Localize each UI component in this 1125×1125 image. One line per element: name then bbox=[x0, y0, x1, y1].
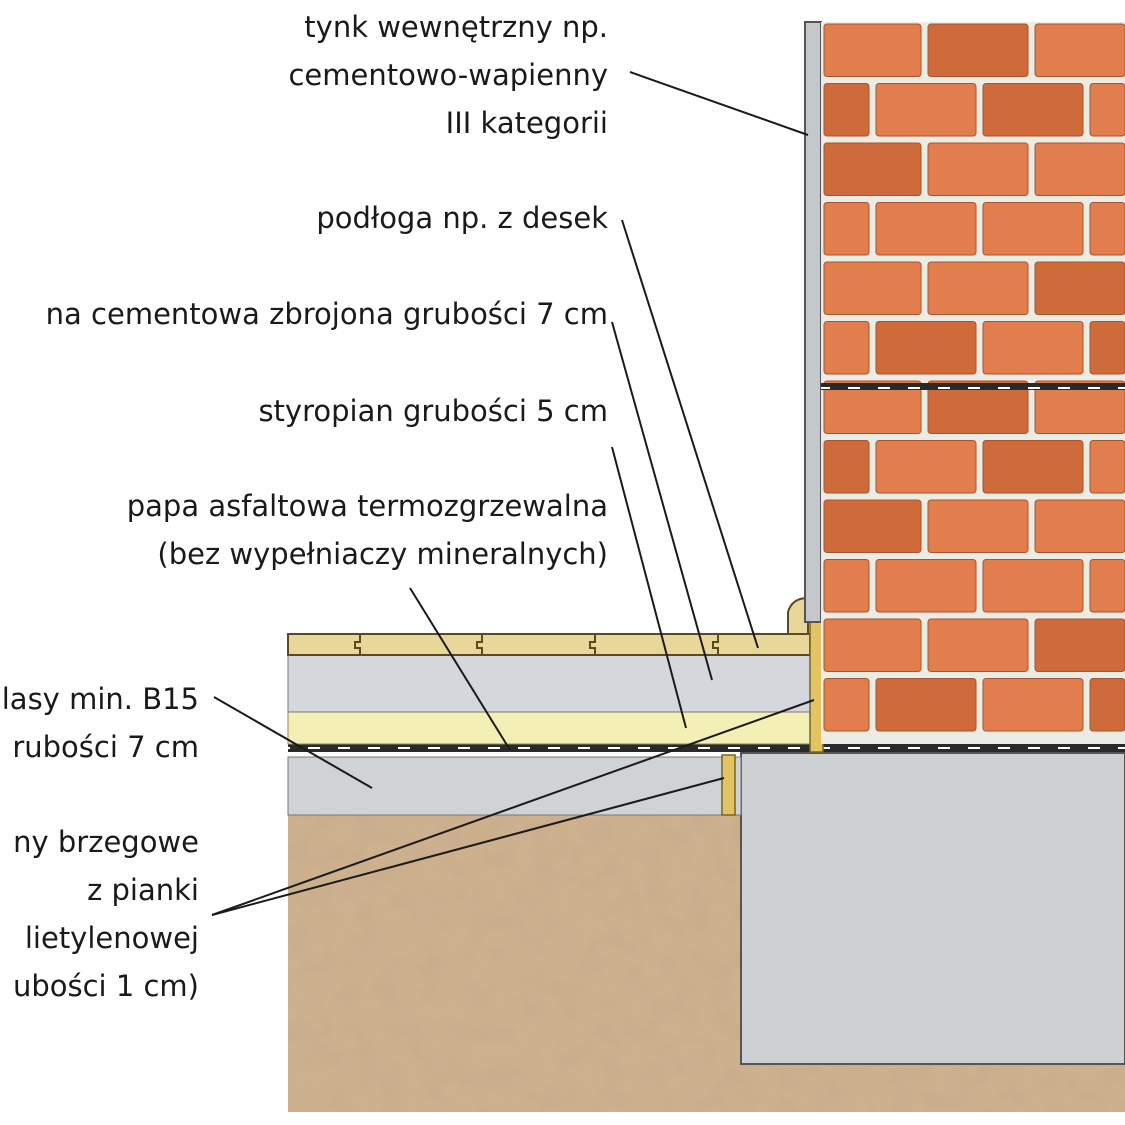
cement-screed-layer bbox=[287, 654, 811, 713]
brick bbox=[982, 559, 1084, 613]
brick bbox=[823, 678, 870, 732]
brick bbox=[1034, 380, 1125, 434]
label-asphalt-membrane: papa asfaltowa termozgrzewalna (bez wype… bbox=[127, 482, 608, 578]
brick bbox=[982, 678, 1084, 732]
brick bbox=[823, 380, 922, 434]
brick bbox=[823, 321, 870, 375]
label-polystyrene: styropian grubości 5 cm bbox=[258, 387, 608, 435]
brick bbox=[823, 202, 870, 256]
brick bbox=[927, 380, 1029, 434]
wooden-floor-boards bbox=[287, 596, 811, 656]
brick bbox=[823, 440, 870, 494]
wall-damp-proof-line bbox=[821, 383, 1125, 390]
brick bbox=[823, 261, 922, 315]
brick bbox=[823, 23, 922, 77]
interior-plaster-layer bbox=[804, 21, 822, 623]
label-edge-strips: ny brzegowe z pianki lietylenowej ubości… bbox=[13, 818, 199, 1010]
brick bbox=[1089, 202, 1125, 256]
brick bbox=[1089, 559, 1125, 613]
asphalt-membrane-layer bbox=[288, 744, 1125, 752]
label-floor-boards: podłoga np. z desek bbox=[316, 194, 608, 242]
label-plaster-line-2: cementowo-wapienny bbox=[288, 58, 608, 92]
label-membrane-line-2: (bez wypełniaczy mineralnych) bbox=[157, 537, 608, 571]
label-screed-text: na cementowa zbrojona grubości 7 cm bbox=[45, 297, 608, 331]
brick bbox=[982, 83, 1084, 137]
brick bbox=[982, 321, 1084, 375]
label-plaster-line-3: III kategorii bbox=[445, 106, 608, 140]
label-concrete-line-1: lasy min. B15 bbox=[1, 682, 199, 716]
label-polystyrene-text: styropian grubości 5 cm bbox=[258, 394, 608, 428]
leader-edge-strip-slab bbox=[211, 777, 725, 916]
leader-edge-strip-wall bbox=[211, 699, 815, 916]
edge-foam-strip-slab bbox=[721, 754, 736, 816]
foundation-block bbox=[740, 752, 1125, 1065]
brick bbox=[875, 678, 977, 732]
brick bbox=[927, 261, 1029, 315]
brick bbox=[1034, 142, 1125, 196]
brick bbox=[927, 142, 1029, 196]
label-concrete-line-2: rubości 7 cm bbox=[12, 730, 199, 764]
brick bbox=[875, 83, 977, 137]
brick bbox=[982, 202, 1084, 256]
leader-lines bbox=[211, 71, 815, 916]
brick bbox=[1089, 678, 1125, 732]
label-edge-line-4: ubości 1 cm) bbox=[12, 969, 199, 1003]
leader-polystyrene bbox=[611, 446, 687, 729]
label-floor-text: podłoga np. z desek bbox=[316, 201, 608, 235]
brick bbox=[1034, 261, 1125, 315]
leader-plaster bbox=[629, 71, 809, 136]
brick bbox=[875, 440, 977, 494]
brick bbox=[1089, 321, 1125, 375]
label-edge-line-2: z pianki bbox=[87, 873, 199, 907]
brick-wall bbox=[821, 22, 1125, 744]
concrete-subfloor-layer bbox=[287, 756, 742, 816]
label-concrete-subfloor: lasy min. B15 rubości 7 cm bbox=[2, 675, 199, 771]
leader-screed bbox=[611, 321, 713, 681]
label-interior-plaster: tynk wewnętrzny np. cementowo-wapienny I… bbox=[288, 3, 608, 147]
brick bbox=[927, 499, 1029, 553]
brick bbox=[823, 142, 922, 196]
brick bbox=[1089, 83, 1125, 137]
label-plaster-line-1: tynk wewnętrzny np. bbox=[304, 10, 608, 44]
leader-membrane bbox=[409, 587, 511, 751]
brick bbox=[1034, 23, 1125, 77]
leader-floor bbox=[621, 219, 759, 649]
brick bbox=[927, 618, 1029, 672]
brick bbox=[823, 499, 922, 553]
brick bbox=[875, 559, 977, 613]
brick bbox=[823, 83, 870, 137]
label-edge-line-1: ny brzegowe bbox=[13, 825, 199, 859]
brick bbox=[927, 23, 1029, 77]
polystyrene-layer bbox=[287, 711, 811, 745]
brick bbox=[823, 618, 922, 672]
brick bbox=[1034, 618, 1125, 672]
label-cement-screed: na cementowa zbrojona grubości 7 cm bbox=[46, 290, 608, 338]
brick bbox=[875, 202, 977, 256]
brick bbox=[823, 559, 870, 613]
leader-concrete bbox=[213, 696, 373, 789]
brick bbox=[1089, 440, 1125, 494]
label-edge-line-3: lietylenowej bbox=[24, 921, 199, 955]
brick bbox=[1034, 499, 1125, 553]
brick bbox=[982, 440, 1084, 494]
label-membrane-line-1: papa asfaltowa termozgrzewalna bbox=[126, 489, 608, 523]
brick bbox=[875, 321, 977, 375]
